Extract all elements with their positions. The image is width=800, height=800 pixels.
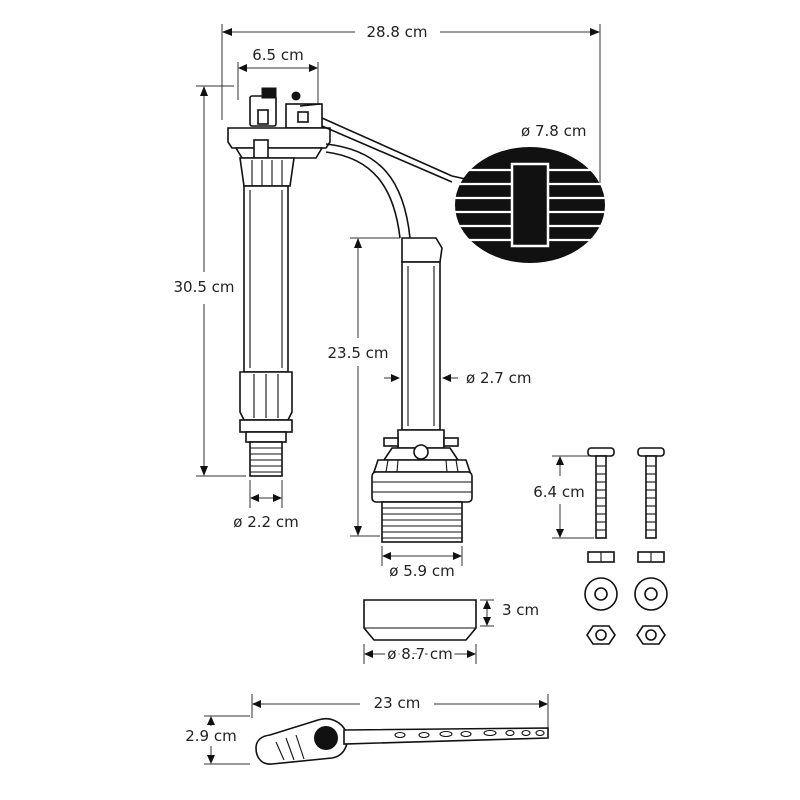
flush-valve-height-dimension: 23.5 cm <box>327 237 400 537</box>
total-width-label: 28.8 cm <box>366 23 427 41</box>
flapper-height-dimension: 3 cm <box>480 599 539 627</box>
lever-height-dimension: 2.9 cm <box>185 715 250 765</box>
flush-lever <box>255 717 549 765</box>
total-width-dimension: 28.8 cm <box>221 23 601 190</box>
washers-and-nuts <box>584 551 668 645</box>
lever-length-dimension: 23 cm <box>251 694 549 730</box>
flapper-diameter-label: ø 8.7 cm <box>387 645 452 663</box>
bolt-length-label: 6.4 cm <box>533 483 584 501</box>
flush-tube-diameter-dimension: ø 2.7 cm <box>384 369 531 387</box>
flush-tube-diameter-label: ø 2.7 cm <box>466 369 531 387</box>
valve-top-width-label: 6.5 cm <box>252 46 303 64</box>
flapper-diameter-dimension: ø 8.7 cm <box>363 642 477 666</box>
float-assembly <box>321 117 605 263</box>
flapper-height-label: 3 cm <box>502 601 539 619</box>
flush-base-diameter-dimension: ø 5.9 cm <box>381 546 463 580</box>
fill-valve-height-label: 30.5 cm <box>173 278 234 296</box>
fill-thread-diameter-label: ø 2.2 cm <box>233 513 298 531</box>
lever-length-label: 23 cm <box>374 694 421 712</box>
fill-valve <box>227 87 331 477</box>
fill-valve-height-dimension: 30.5 cm <box>173 85 246 477</box>
float-diameter-label: ø 7.8 cm <box>521 122 586 140</box>
bolt-length-dimension: 6.4 cm <box>533 455 594 539</box>
fill-thread-diameter-dimension: ø 2.2 cm <box>233 480 299 531</box>
valve-top-width-dimension: 6.5 cm <box>237 46 319 108</box>
flush-valve-height-label: 23.5 cm <box>327 344 388 362</box>
flapper-seal <box>363 599 477 641</box>
lever-height-label: 2.9 cm <box>185 727 236 745</box>
mounting-bolts <box>587 447 665 539</box>
refill-tube <box>325 143 411 239</box>
flush-valve <box>371 237 473 543</box>
flush-base-diameter-label: ø 5.9 cm <box>389 562 454 580</box>
